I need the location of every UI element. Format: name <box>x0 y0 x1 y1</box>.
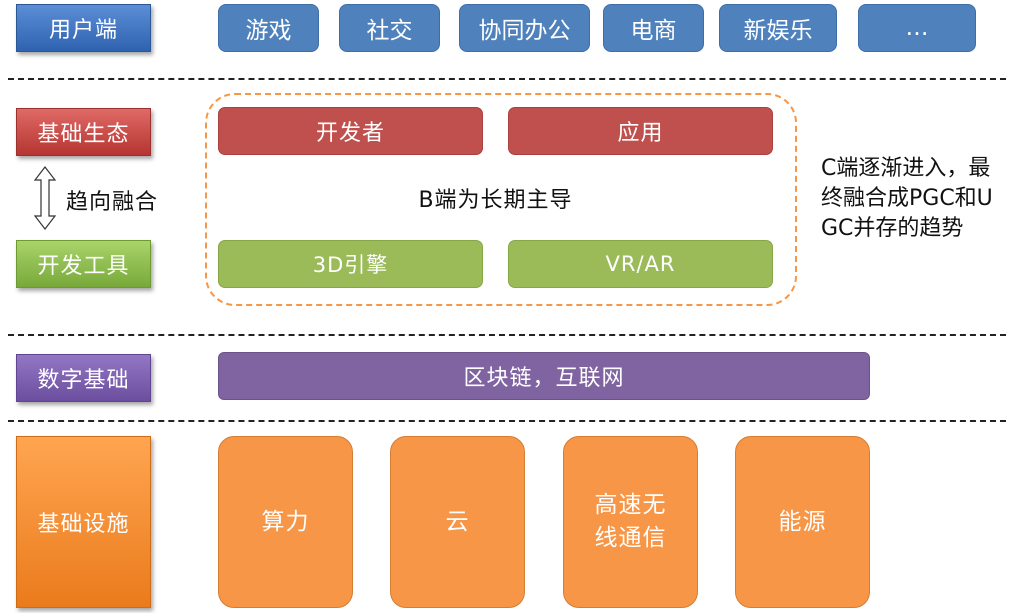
user-item-games: 游戏 <box>218 4 319 52</box>
infra-item-high-speed-wireless: 高速无线通信 <box>563 436 698 608</box>
layer-divider-1 <box>8 78 1006 80</box>
user-item-more: … <box>858 4 976 52</box>
dev-tool-3d-engine: 3D引擎 <box>218 240 483 288</box>
infra-item-energy: 能源 <box>735 436 870 608</box>
ecosystem-item-applications: 应用 <box>508 107 773 155</box>
user-item-ecommerce: 电商 <box>603 4 704 52</box>
layer-divider-2 <box>8 334 1006 336</box>
layer-label-infrastructure: 基础设施 <box>16 436 151 608</box>
convergence-label: 趋向融合 <box>66 190 159 215</box>
infra-item-computing-power: 算力 <box>218 436 353 608</box>
user-item-collab-office: 协同办公 <box>459 4 590 52</box>
layer-label-digital: 数字基础 <box>16 354 151 402</box>
infra-item-cloud: 云 <box>390 436 525 608</box>
center-caption: B端为长期主导 <box>418 188 573 213</box>
digital-foundation-bar: 区块链，互联网 <box>218 352 870 400</box>
user-item-new-entertainment: 新娱乐 <box>719 4 837 52</box>
layer-label-ecosystem: 基础生态 <box>16 108 151 156</box>
side-note: C端逐渐进入，最终融合成PGC和UGC并存的趋势 <box>821 156 993 241</box>
double-arrow-icon <box>33 166 57 230</box>
b-side-frame <box>205 93 797 306</box>
user-item-social: 社交 <box>339 4 440 52</box>
dev-tool-vr-ar: VR/AR <box>508 240 773 288</box>
layer-label-dev-tools: 开发工具 <box>16 240 151 288</box>
ecosystem-item-developers: 开发者 <box>218 107 483 155</box>
layer-divider-3 <box>8 420 1006 422</box>
layer-label-user: 用户端 <box>16 4 151 52</box>
